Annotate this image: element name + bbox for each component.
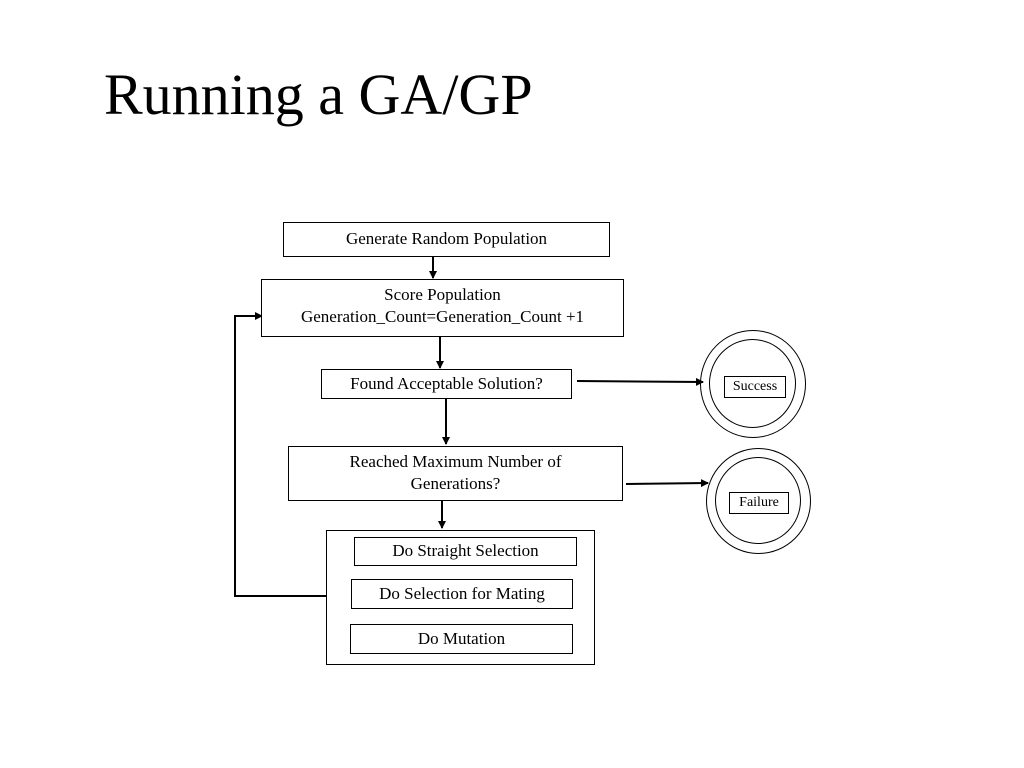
straight-selection-label: Do Straight Selection [392,541,539,560]
found-solution-box: Found Acceptable Solution? [321,369,572,399]
failure-terminal-inner-ring [715,457,801,544]
score-population-label: Score Population [384,285,501,304]
success-terminal [700,330,806,438]
max-generations-label-line2: Generations? [410,474,501,493]
failure-label: Failure [729,492,789,514]
mutation-box: Do Mutation [350,624,573,654]
found-solution-label: Found Acceptable Solution? [350,374,543,393]
failure-terminal [706,448,811,554]
genetic-operations-group [326,530,595,665]
straight-selection-box: Do Straight Selection [354,537,577,566]
loop-back-arrow [234,312,327,597]
max-generations-label-line1: Reached Maximum Number of [349,452,562,471]
score-population-box: Score Population Generation_Count=Genera… [261,279,624,337]
success-label: Success [724,376,786,398]
arrow-found-to-success [576,377,704,386]
generate-population-box: Generate Random Population [283,222,610,257]
mutation-label: Do Mutation [417,629,506,648]
max-generations-box: Reached Maximum Number of Generations? [288,446,623,501]
slide-title: Running a GA/GP [104,62,533,127]
generate-population-label: Generate Random Population [345,229,548,248]
success-terminal-inner-ring [709,339,796,428]
selection-mating-box: Do Selection for Mating [351,579,573,609]
selection-mating-label: Do Selection for Mating [379,584,545,603]
generation-count-label: Generation_Count=Generation_Count +1 [300,307,585,326]
arrow-reached-to-failure [625,479,709,488]
